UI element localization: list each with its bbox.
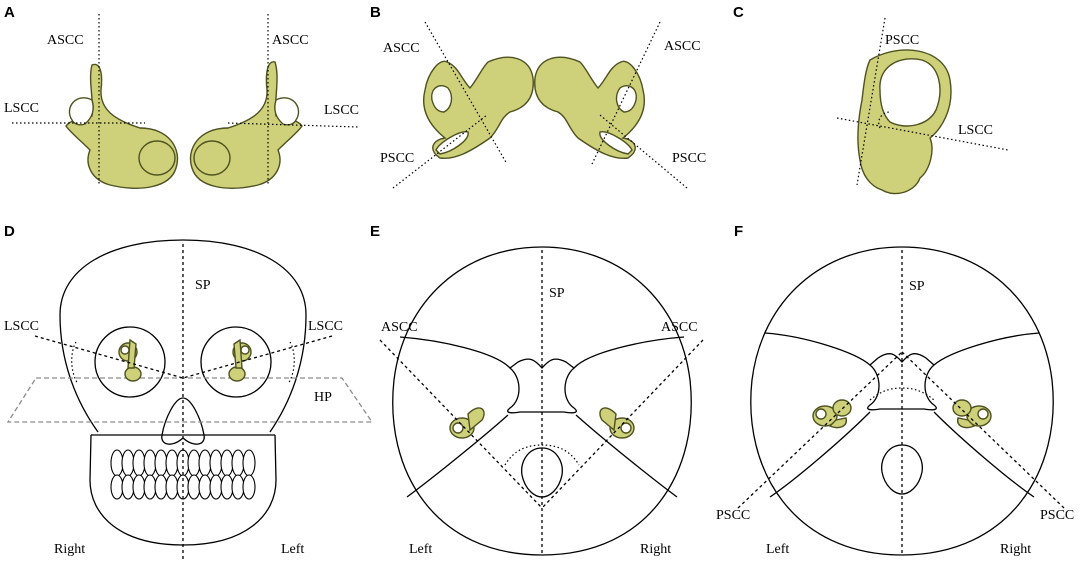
pscc-axis (856, 17, 886, 186)
panel-e: E SP ASCC ASCC Left Right (370, 223, 704, 557)
inner-ear-left-side (449, 407, 485, 439)
label-lscc-right: LSCC (324, 103, 359, 118)
panel-a-letter: A (4, 4, 15, 21)
label-sp: SP (549, 286, 565, 301)
label-lscc-right-side: LSCC (4, 319, 39, 334)
orbit-right (94, 326, 166, 398)
pscc-axis-left-side (737, 351, 903, 509)
skull-base-outline (750, 246, 1054, 556)
foramen-magnum (881, 444, 923, 495)
label-ascc-right-side: ASCC (661, 320, 698, 335)
lscc-axis-right (227, 122, 359, 128)
ascc-axis-left-side (379, 339, 543, 509)
label-hp: HP (314, 390, 332, 405)
panel-f-letter: F (734, 223, 743, 240)
label-right: Right (640, 542, 671, 557)
posterior-fossa-right (575, 414, 678, 498)
pscc-axis-right-side (901, 351, 1065, 509)
label-pscc-right: PSCC (672, 151, 706, 166)
inner-ear-right-side (599, 407, 635, 439)
inner-ear-right-side (952, 399, 992, 429)
lscc-axis (836, 117, 1009, 151)
label-ascc-left: ASCC (383, 41, 420, 56)
label-lscc: LSCC (958, 123, 993, 138)
angle-arc (878, 111, 891, 129)
label-right: Right (1000, 542, 1031, 557)
angle-arc (869, 387, 935, 401)
label-ascc-left-side: ASCC (381, 320, 418, 335)
skull-base-outline (392, 246, 692, 556)
arc-right (287, 341, 295, 385)
label-sp: SP (909, 279, 925, 294)
panel-b-letter: B (370, 4, 381, 21)
panel-a: A ASCC ASCC LSCC LSCC (4, 4, 359, 189)
cranial-fossa-lines (399, 336, 685, 369)
panel-f: F SP PSCC PSCC Left Right (716, 223, 1074, 557)
inner-ear-right-side (118, 338, 142, 382)
label-pscc: PSCC (885, 33, 919, 48)
label-left: Left (766, 542, 789, 557)
inner-ear-left-side (812, 399, 852, 429)
label-pscc-left-side: PSCC (716, 508, 750, 523)
panel-d: D (4, 223, 374, 560)
ascc-axis-left (424, 21, 508, 165)
label-ascc-left: ASCC (47, 33, 84, 48)
inner-ear-left-side (228, 338, 252, 382)
pscc-axis-right (599, 114, 688, 189)
label-pscc-left: PSCC (380, 151, 414, 166)
posterior-fossa-left (769, 411, 871, 498)
label-lscc-left-side: LSCC (308, 319, 343, 334)
panel-c-letter: C (733, 4, 744, 21)
label-pscc-right-side: PSCC (1040, 508, 1074, 523)
arc-left (71, 341, 79, 385)
skull-outline (59, 239, 307, 433)
panel-c: C PSCC LSCC (733, 4, 1009, 195)
panel-b: B ASCC ASCC PSCC PSCC (370, 4, 706, 189)
label-left: Left (281, 542, 304, 557)
lscc-axis-right-side (34, 335, 184, 379)
cranial-fossa-lines (764, 332, 1040, 366)
label-sp: SP (195, 278, 211, 293)
posterior-fossa-left (406, 414, 509, 498)
teeth (110, 449, 256, 500)
lscc-axis-left-side (182, 335, 333, 379)
inner-ear-left (65, 63, 179, 189)
ascc-axis-right-side (541, 339, 704, 509)
inner-ear (857, 49, 952, 195)
label-lscc-left: LSCC (4, 101, 39, 116)
label-ascc-right: ASCC (664, 39, 701, 54)
label-right: Right (54, 542, 85, 557)
panel-e-letter: E (370, 223, 380, 240)
label-left: Left (409, 542, 432, 557)
panel-d-letter: D (4, 223, 15, 240)
label-ascc-right: ASCC (272, 33, 309, 48)
inner-ear-right (189, 61, 303, 189)
posterior-fossa-right (933, 411, 1035, 498)
inner-ear-left (423, 56, 534, 159)
orbit-left (200, 326, 272, 398)
inner-ear-right (534, 56, 645, 159)
